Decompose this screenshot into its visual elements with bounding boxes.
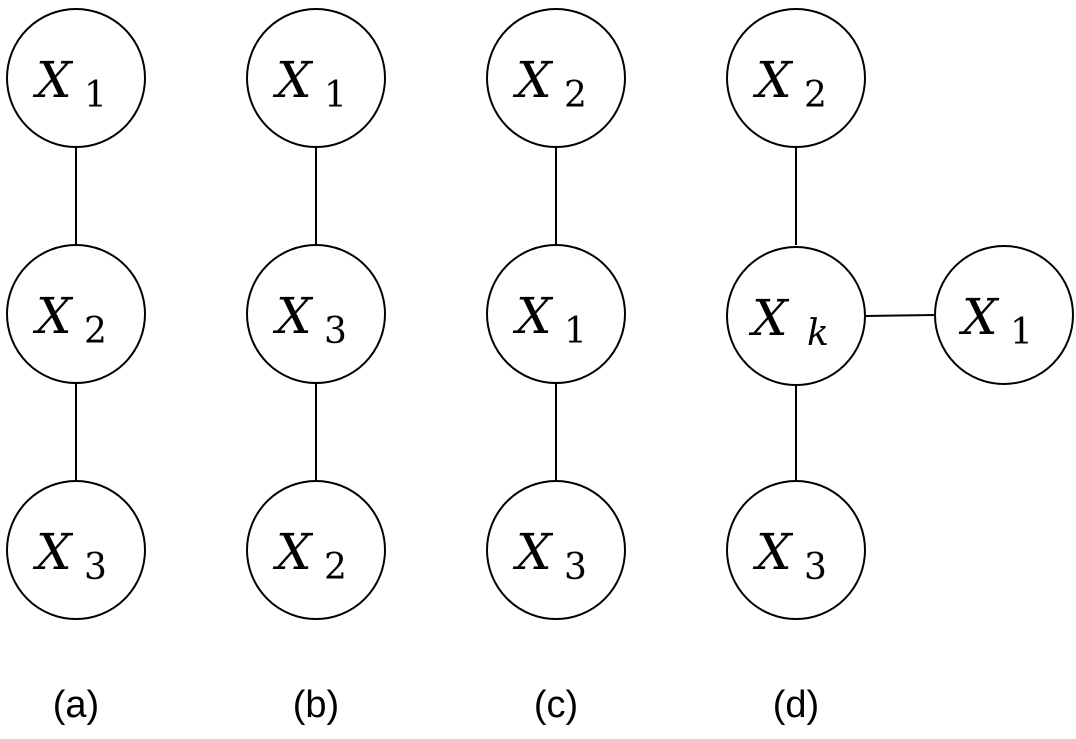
node-subscript: 2 bbox=[564, 75, 587, 116]
node-subscript: 1 bbox=[1010, 312, 1033, 353]
node-variable: X bbox=[752, 51, 794, 109]
caption-b: (b) bbox=[293, 684, 339, 726]
node-subscript: 2 bbox=[324, 547, 347, 588]
node-b-mid: X 3 bbox=[246, 244, 386, 384]
node-variable: X bbox=[512, 51, 554, 109]
node-d-right: X 1 bbox=[934, 245, 1074, 385]
node-subscript: 3 bbox=[84, 547, 107, 588]
panel-a: X 1 X 2 X 3 (a) bbox=[6, 8, 146, 726]
node-subscript: 2 bbox=[804, 75, 827, 116]
edge-d-mid-right bbox=[864, 314, 936, 317]
node-subscript: k bbox=[807, 313, 829, 354]
node-variable: X bbox=[32, 523, 74, 581]
node-subscript: 1 bbox=[324, 75, 347, 116]
node-a-mid: X 2 bbox=[6, 244, 146, 384]
node-d-bot: X 3 bbox=[726, 480, 866, 620]
node-variable: X bbox=[272, 51, 314, 109]
node-c-mid: X 1 bbox=[486, 244, 626, 384]
node-subscript: 3 bbox=[804, 547, 827, 588]
panel-b: X 1 X 3 X 2 (b) bbox=[246, 8, 386, 726]
node-d-top: X 2 bbox=[726, 8, 866, 148]
node-variable: X bbox=[272, 523, 314, 581]
node-variable: X bbox=[32, 287, 74, 345]
node-subscript: 1 bbox=[564, 311, 587, 352]
node-variable: X bbox=[958, 288, 1000, 346]
node-subscript: 2 bbox=[84, 311, 107, 352]
node-a-top: X 1 bbox=[6, 8, 146, 148]
node-c-top: X 2 bbox=[486, 8, 626, 148]
node-b-bot: X 2 bbox=[246, 480, 386, 620]
node-variable: X bbox=[512, 287, 554, 345]
node-subscript: 3 bbox=[564, 547, 587, 588]
node-a-bot: X 3 bbox=[6, 480, 146, 620]
node-subscript: 1 bbox=[84, 75, 107, 116]
node-subscript: 3 bbox=[324, 311, 347, 352]
node-variable: X bbox=[32, 51, 74, 109]
node-d-mid: X k bbox=[726, 246, 866, 386]
node-c-bot: X 3 bbox=[486, 480, 626, 620]
caption-a: (a) bbox=[53, 684, 99, 726]
node-b-top: X 1 bbox=[246, 8, 386, 148]
node-variable: X bbox=[512, 523, 554, 581]
caption-c: (c) bbox=[534, 684, 578, 726]
node-variable: X bbox=[272, 287, 314, 345]
node-variable: X bbox=[748, 289, 790, 347]
node-variable: X bbox=[752, 523, 794, 581]
panel-c: X 2 X 1 X 3 (c) bbox=[486, 8, 626, 726]
caption-d: (d) bbox=[773, 684, 819, 726]
panel-d: X 2 X k X 3 X 1 (d) bbox=[726, 8, 1074, 726]
